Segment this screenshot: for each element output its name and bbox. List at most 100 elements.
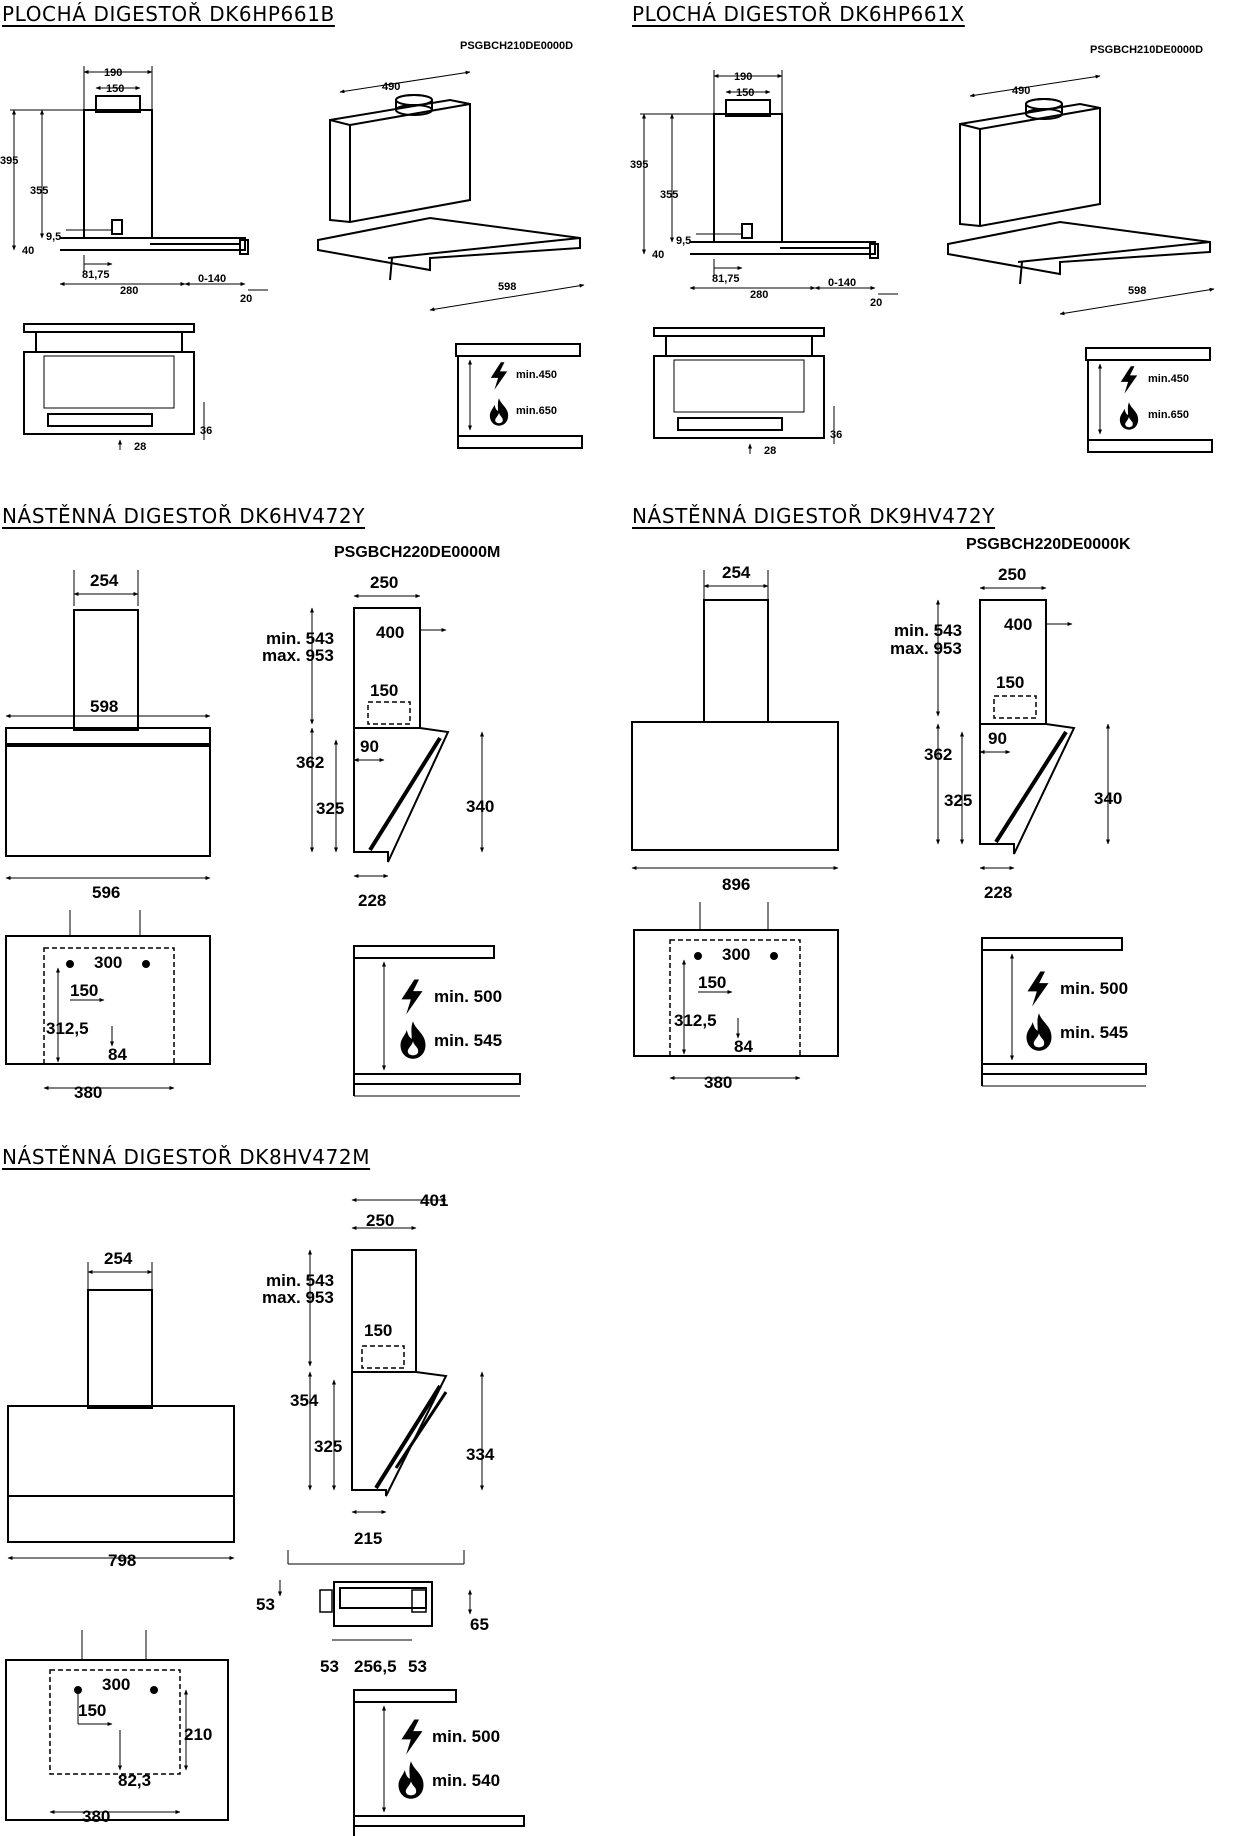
- electric-hob-icon: [1027, 971, 1049, 1007]
- dim-label: 150: [106, 83, 124, 95]
- dim-label: 28: [134, 441, 146, 453]
- section-title-dk6hp661x: PLOCHÁ DIGESTOŘ DK6HP661X: [632, 2, 965, 26]
- dim-label: 40: [22, 245, 34, 257]
- dim-label: 250: [366, 1211, 394, 1230]
- product-code-dk6hv472y: PSGBCH220DE0000M: [334, 544, 501, 561]
- dim-label: 254: [104, 1249, 133, 1268]
- dim-label: 84: [108, 1045, 127, 1064]
- dim-label: 325: [944, 791, 972, 810]
- dim-label: 355: [30, 185, 48, 197]
- dim-label: 596: [92, 883, 120, 902]
- dim-label: 250: [370, 573, 398, 592]
- electric-hob-icon: [401, 1719, 423, 1755]
- wall8-top-view: [278, 1550, 472, 1641]
- electric-hob-icon: [401, 979, 423, 1015]
- clearance-gas: min. 545: [434, 1031, 502, 1050]
- dim-label: 254: [722, 563, 751, 582]
- dim-label: 254: [90, 571, 119, 590]
- flat-side-view: [10, 66, 268, 291]
- wall6-front-view: [5, 570, 211, 880]
- section-title-dk9hv472y: NÁSTĚNNÁ DIGESTOŘ DK9HV472Y: [632, 504, 996, 528]
- clearance-gas: min. 545: [1060, 1023, 1128, 1042]
- dim-label: 0-140: [828, 277, 856, 289]
- dim-label: 325: [316, 799, 344, 818]
- dim-label: 9,5: [46, 231, 61, 243]
- clearance-electric: min. 500: [434, 987, 502, 1006]
- dim-label: 210: [184, 1725, 212, 1744]
- wall6-side-view: [310, 594, 484, 878]
- dim-label: 340: [1094, 789, 1122, 808]
- flat-hood-drawing-x: [640, 70, 1214, 454]
- dim-label: 150: [698, 973, 726, 992]
- dim-label: 40: [652, 249, 664, 261]
- flat-front-view: [23, 323, 205, 450]
- gas-hob-icon: [1026, 1013, 1052, 1051]
- dim-label: 20: [870, 297, 882, 309]
- section-title-dk8hv472m: NÁSTĚNNÁ DIGESTOŘ DK8HV472M: [2, 1145, 371, 1169]
- gas-hob-icon: [400, 1021, 426, 1059]
- dim-label: 81,75: [82, 269, 110, 281]
- dim-label: 150: [78, 1701, 106, 1720]
- dim-label: 228: [358, 891, 386, 910]
- dim-label: min. 543: [266, 629, 334, 648]
- dim-label: 228: [984, 883, 1012, 902]
- wall9-clearance-view: [981, 937, 1147, 1087]
- dim-label: 90: [360, 737, 379, 756]
- dim-label: 53: [320, 1657, 339, 1676]
- gas-hob-icon: [398, 1761, 424, 1799]
- dim-label: 400: [1004, 615, 1032, 634]
- clearance-electric: min.450: [516, 369, 557, 381]
- dim-label: 312,5: [46, 1019, 89, 1038]
- dim-label: 90: [988, 729, 1007, 748]
- dim-label: 395: [630, 159, 648, 171]
- clearance-electric: min. 500: [432, 1727, 500, 1746]
- section-title-dk6hv472y: NÁSTĚNNÁ DIGESTOŘ DK6HV472Y: [2, 504, 366, 528]
- dim-label: 354: [290, 1391, 319, 1410]
- electric-hob-icon: [1120, 366, 1138, 394]
- dim-label: 362: [924, 745, 952, 764]
- dim-label: min. 543: [266, 1271, 334, 1290]
- gas-hob-icon: [489, 398, 509, 426]
- dim-label: 300: [102, 1675, 130, 1694]
- dim-label: 0-140: [198, 273, 226, 285]
- clearance-gas: min.650: [1148, 409, 1189, 421]
- clearance-electric: min.450: [1148, 373, 1189, 385]
- wall9-mount-view: [633, 902, 839, 1080]
- dim-label: 256,5: [354, 1657, 397, 1676]
- dim-label: 190: [734, 71, 752, 83]
- product-code-dk6hp661x: PSGBCH210DE0000D: [1090, 44, 1204, 56]
- clearance-electric: min. 500: [1060, 979, 1128, 998]
- dim-label: 84: [734, 1037, 753, 1056]
- dim-label: 340: [466, 797, 494, 816]
- dim-label: 401: [420, 1191, 448, 1210]
- dim-label: 190: [104, 67, 122, 79]
- dim-label: 82,3: [118, 1771, 151, 1790]
- dim-label: min. 543: [894, 621, 962, 640]
- dim-label: 150: [70, 981, 98, 1000]
- dim-label: 36: [200, 425, 212, 437]
- wall8-mount-view: [5, 1630, 229, 1821]
- dim-label: 250: [998, 565, 1026, 584]
- dim-label: 380: [704, 1073, 732, 1092]
- dim-label: 81,75: [712, 273, 740, 285]
- dim-label: 400: [376, 623, 404, 642]
- flat-iso-view: [317, 70, 585, 312]
- flat-hood-drawing-b: [10, 66, 585, 450]
- dim-label: 280: [750, 289, 768, 301]
- dim-label: 9,5: [676, 235, 691, 247]
- dim-label: 300: [94, 953, 122, 972]
- dim-label: 65: [470, 1615, 489, 1634]
- dim-label: 490: [1012, 85, 1030, 97]
- dim-label: 150: [370, 681, 398, 700]
- dim-label: max. 953: [262, 646, 334, 665]
- dim-label: 53: [256, 1595, 275, 1614]
- dim-label: 300: [722, 945, 750, 964]
- dim-label: 598: [90, 697, 118, 716]
- wall8-side-view: [308, 1198, 484, 1514]
- wall6-clearance-view: [353, 945, 521, 1097]
- dim-label: 490: [382, 81, 400, 93]
- dim-label: 355: [660, 189, 678, 201]
- gas-hob-icon: [1119, 402, 1139, 430]
- dim-label: 312,5: [674, 1011, 717, 1030]
